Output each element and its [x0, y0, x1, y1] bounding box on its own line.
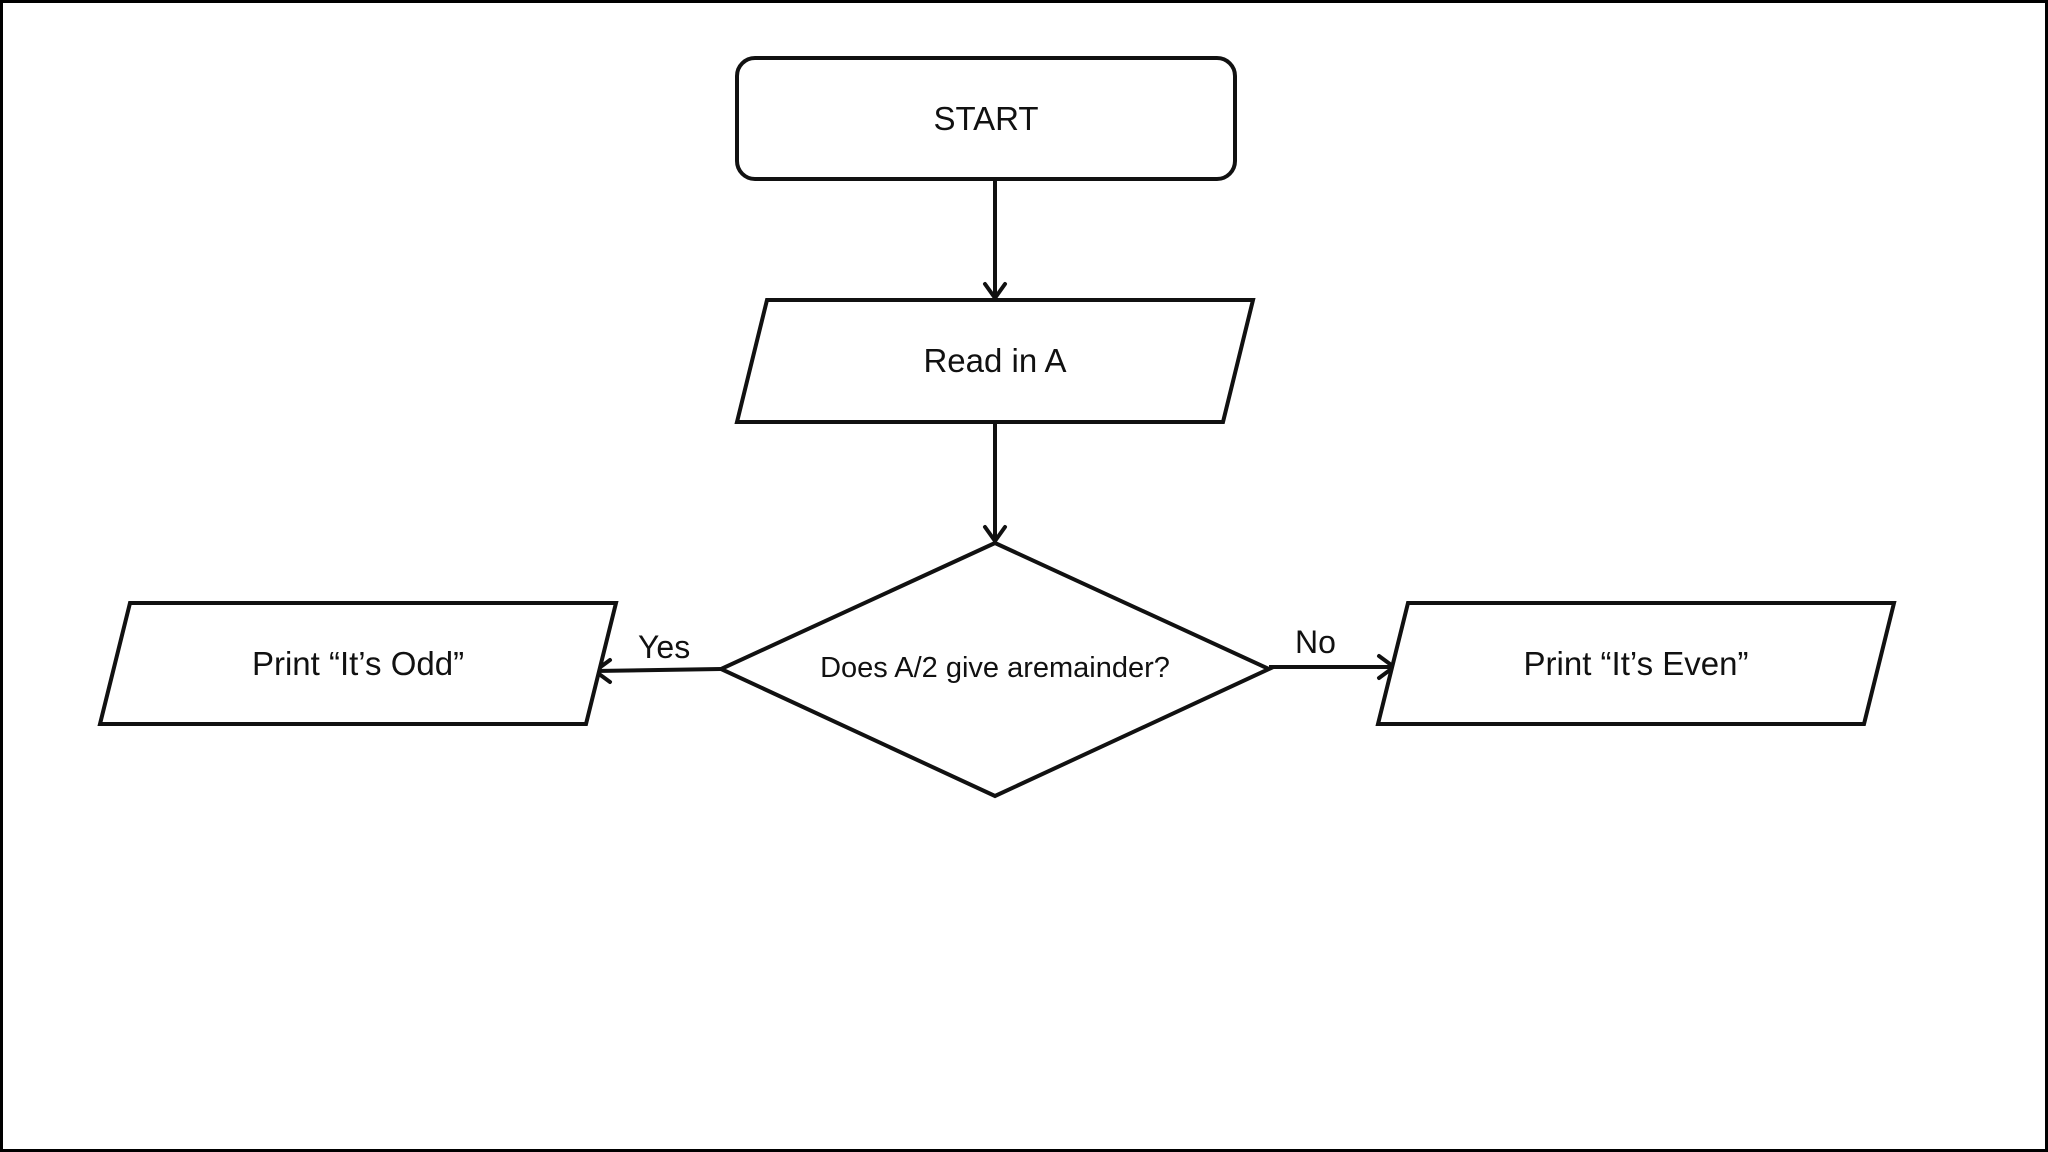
- decision-label-line-1: Does A/2 give a: [820, 652, 1024, 684]
- no-edge-label: No: [1295, 624, 1336, 660]
- connector-yes: [594, 667, 722, 673]
- decision-diamond-shape: [716, 540, 1274, 799]
- start-terminal-shape: [735, 56, 1237, 181]
- flowchart-graphic: [97, 56, 1897, 799]
- decision-label-line-2: remainder?: [1023, 652, 1170, 684]
- print-odd-label: Print “It’s Odd”: [251, 644, 465, 682]
- print-even-label: Print “It’s Even”: [1523, 644, 1749, 682]
- start-label: START: [933, 99, 1039, 137]
- read-input-label: Read in A: [923, 342, 1067, 379]
- yes-edge-label: Yes: [638, 629, 691, 665]
- print-even-output-shape: [1375, 601, 1897, 726]
- read-input-shape: [734, 298, 1256, 424]
- print-odd-output-shape: [97, 601, 619, 726]
- decision-label: Does A/2 give a remainder?: [815, 623, 1175, 713]
